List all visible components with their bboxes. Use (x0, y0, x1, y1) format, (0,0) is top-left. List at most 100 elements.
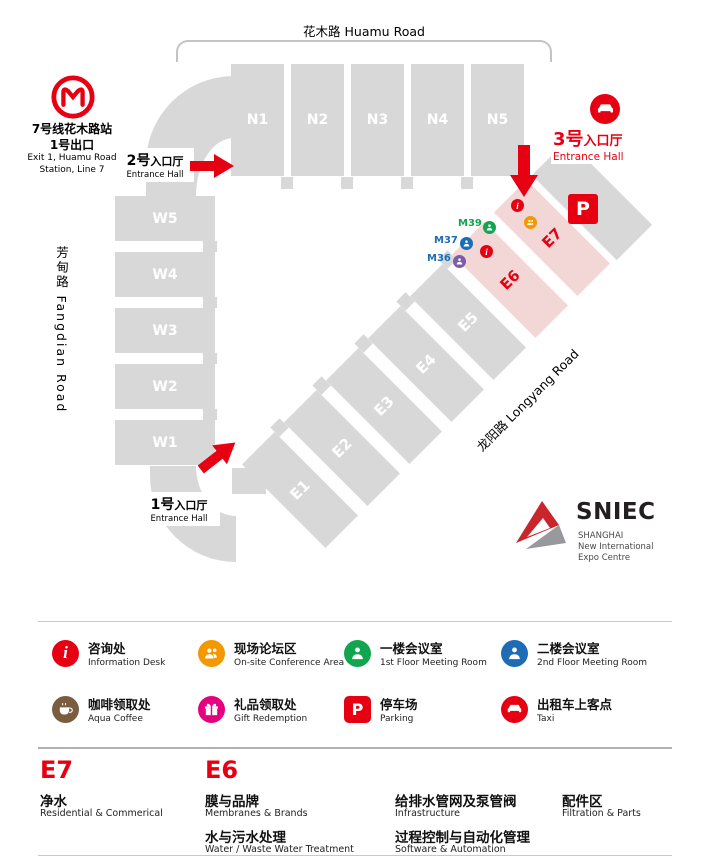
entrance-2-en: Entrance Hall (126, 169, 184, 180)
legend-zh: 一楼会议室 (380, 641, 443, 656)
parking-icon: P (344, 695, 371, 723)
legend-zh: 停车场 (380, 697, 418, 712)
information-desk-icon: i (52, 639, 79, 667)
entrance-2-label: 2号入口厅 Entrance Hall (116, 148, 194, 182)
gift-icon (198, 695, 225, 723)
huamu-road-line (176, 40, 552, 62)
info-glyph: i (516, 200, 519, 211)
hall-connector (341, 177, 353, 189)
taxi-icon (501, 695, 528, 723)
sniec-sub-line1: SHANGHAI (578, 531, 624, 541)
zone-category-zh: 给排水管网及泵管阀 (395, 794, 517, 810)
legend-item-meeting-room-2f: 二楼会议室 2nd Floor Meeting Room (501, 638, 647, 668)
coffee-icon (52, 695, 79, 723)
legend-item-parking: P 停车场 Parking (344, 694, 418, 724)
parking-sign: P (568, 194, 598, 224)
metro-station-info: 7号线花木路站 1号出口 Exit 1, Huamu Road Station,… (4, 122, 140, 177)
zone-category-en: Water / Waste Water Treatment (205, 844, 354, 855)
zone-category-zh: 配件区 (562, 794, 603, 810)
zone-category-en: Residential & Commerical (40, 808, 163, 819)
entrance-1-en: Entrance Hall (150, 513, 208, 524)
hall-n3: N3 (351, 64, 404, 176)
hall-n5: N5 (471, 64, 524, 176)
entrance-2-zh: 2号入口厅 (117, 150, 193, 170)
legend-en: Aqua Coffee (88, 714, 143, 724)
sniec-wordmark: SNIEC (576, 499, 656, 525)
legend-en: Gift Redemption (234, 714, 308, 724)
fangdian-road-label: 芳甸路 Fangdian Road (54, 246, 69, 414)
entrance-1-hall-text: 入口厅 (174, 499, 208, 512)
huamu-road-label: 花木路 Huamu Road (303, 24, 425, 39)
shanghai-metro-icon (51, 75, 95, 119)
entrance-3-number: 3号 (553, 129, 584, 150)
metro-station-en: Station, Line 7 (39, 164, 105, 175)
sniec-sub-line3: Expo Centre (578, 553, 631, 564)
legend-item-taxi: 出租车上客点 Taxi (501, 694, 612, 724)
legend-zh: 礼品领取处 (234, 697, 297, 712)
legend-item-gift-redemption: 礼品领取处 Gift Redemption (198, 694, 307, 724)
info-glyph: i (485, 246, 488, 257)
zone-category-zh: 膜与品牌 (205, 794, 259, 810)
hall-w1: W1 (115, 420, 215, 465)
legend-en: Information Desk (88, 658, 166, 668)
entrance-3-label: 3号入口厅 Entrance Hall (551, 129, 626, 164)
zone-category-en: Filtration & Parts (562, 808, 641, 819)
hall-n2: N2 (291, 64, 344, 176)
entrance-3-hall-text: 入口厅 (583, 134, 623, 149)
metro-line-station-zh: 7号线花木路站 (31, 122, 113, 136)
marker-label-m36: M36 (427, 253, 451, 264)
hall-w5: W5 (115, 196, 215, 241)
hall-w3: W3 (115, 308, 215, 353)
forum-marker-icon (453, 255, 466, 268)
divider (38, 747, 672, 749)
legend-en: Parking (380, 714, 414, 724)
entrance-1-number: 1号 (150, 497, 175, 513)
zone-code-e6: E6 (205, 756, 239, 784)
hall-w2: W2 (115, 364, 215, 409)
hall-connector (281, 177, 293, 189)
legend-zh: 出租车上客点 (537, 697, 613, 712)
hall-connector (461, 177, 473, 189)
meeting-room-1f-icon (344, 639, 371, 667)
information-desk-marker-icon: i (511, 199, 524, 212)
info-glyph: i (63, 643, 68, 662)
divider (38, 855, 672, 856)
hall-connector (203, 297, 217, 308)
hall-n1: N1 (231, 64, 284, 176)
legend-item-meeting-room-1f: 一楼会议室 1st Floor Meeting Room (344, 638, 487, 668)
legend-item-coffee: 咖啡领取处 Aqua Coffee (52, 694, 151, 724)
legend-zh: 二楼会议室 (537, 641, 600, 656)
legend-zh: 现场论坛区 (234, 641, 297, 656)
entrance-1-label: 1号入口厅 Entrance Hall (138, 492, 220, 526)
entrance-1-arrow-icon (197, 442, 236, 474)
sniec-sub-line2: New International (578, 542, 654, 553)
entrance-2-arrow-icon (190, 154, 234, 178)
entrance-3-arrow-icon (510, 145, 538, 197)
legend-en: 1st Floor Meeting Room (380, 658, 487, 668)
zone-category-zh: 净水 (40, 794, 67, 810)
legend-en: 2nd Floor Meeting Room (537, 658, 648, 668)
metro-exit-en: Exit 1, Huamu Road (27, 153, 117, 164)
hall-connector (203, 353, 217, 364)
zone-category-zh: 水与污水处理 (205, 830, 286, 846)
zone-category-en: Software & Automation (395, 844, 506, 855)
legend-zh: 咖啡领取处 (88, 697, 151, 712)
entrance-2-number: 2号 (126, 153, 151, 169)
hall-connector (203, 409, 217, 420)
conference-area-icon (198, 639, 225, 667)
metro-exit-zh: 1号出口 (49, 137, 95, 152)
meeting-room-2f-marker-icon (460, 237, 473, 250)
hall-connector (203, 241, 217, 252)
meeting-room-1f-marker-icon (483, 221, 496, 234)
taxi-icon (590, 94, 620, 124)
conference-area-marker-icon (524, 216, 537, 229)
information-desk-marker-icon: i (480, 245, 493, 258)
marker-label-m37: M37 (434, 235, 458, 246)
entrance-1-zh: 1号入口厅 (139, 494, 219, 514)
divider (38, 621, 672, 622)
legend-en: Taxi (537, 714, 555, 724)
hall-connector (401, 177, 413, 189)
